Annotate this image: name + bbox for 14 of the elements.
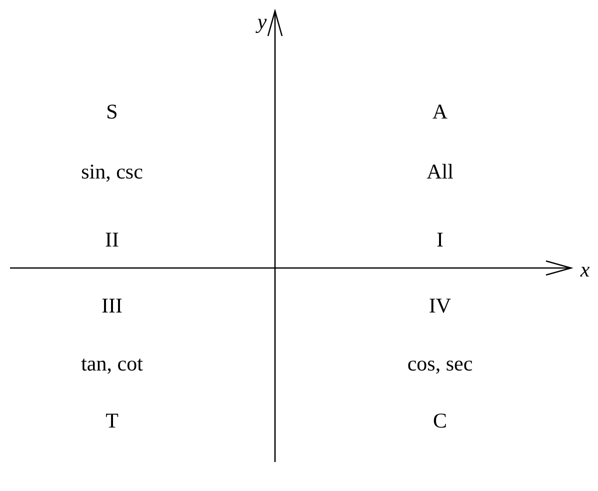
quadrant-letter: C (433, 410, 447, 432)
quadrant-numeral: I (436, 230, 444, 250)
quadrant-numeral: III (102, 296, 122, 316)
axis-label: x (580, 260, 590, 280)
quadrant-numeral: II (105, 230, 119, 250)
function-label: All (426, 162, 454, 182)
function-label: cos, sec (407, 354, 473, 374)
quadrant-letter: A (432, 102, 448, 122)
quadrant-letter: T (106, 410, 118, 432)
axis-label: y (257, 12, 267, 32)
quadrant-letter: S (106, 102, 118, 122)
function-label: sin, csc (81, 162, 143, 182)
quadrant-numeral: IV (428, 296, 452, 316)
function-label: tan, cot (81, 354, 143, 374)
